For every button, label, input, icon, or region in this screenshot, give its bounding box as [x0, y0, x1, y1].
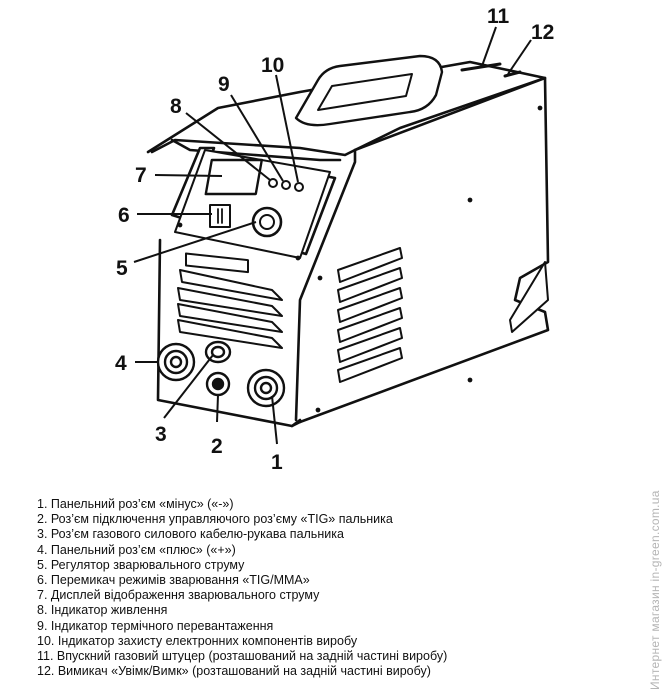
- callout-2: 2: [211, 435, 223, 458]
- mode-switch: [209, 204, 231, 228]
- callout-4: 4: [115, 352, 127, 375]
- legend-item: 5. Регулятор зварювального струму: [37, 557, 245, 572]
- legend-item: 9. Індикатор термічного перевантаження: [37, 618, 274, 633]
- leader-lines: [133, 26, 532, 445]
- legend-item: 8. Індикатор живлення: [37, 603, 168, 618]
- legend-item: 12. Вимикач «Увімк/Вимк» (розташований н…: [37, 664, 431, 679]
- watermark: Интернет магазин in-green.com.ua: [648, 490, 662, 690]
- plus-panel-socket: [246, 368, 286, 408]
- gas-inlet-fitting: [460, 62, 502, 72]
- legend-item: 1. Панельний роз’єм «мінус» («-»): [37, 497, 234, 511]
- legend-item: 4. Панельний роз’єм «плюс» («+»): [37, 542, 236, 557]
- callout-9: 9: [218, 73, 230, 96]
- power-switch: [503, 70, 522, 78]
- thermal-overload-indicator: [281, 180, 291, 190]
- legend-item: 2. Роз’єм підключення управляючого роз’є…: [37, 512, 393, 527]
- callout-5: 5: [116, 257, 128, 280]
- side-vents: [337, 247, 403, 383]
- legend-list: 1. Панельний роз’єм «мінус» («-») 2. Роз…: [37, 497, 447, 679]
- front-vents: [177, 269, 283, 349]
- legend-item: 11. Впускний газовий штуцер (розташовани…: [37, 649, 448, 664]
- legend-item: 3. Роз’єм газового силового кабелю-рукав…: [37, 527, 344, 542]
- callout-3: 3: [155, 423, 167, 446]
- callout-10: 10: [261, 54, 285, 77]
- callout-12: 12: [531, 21, 555, 44]
- minus-panel-socket: [156, 342, 196, 382]
- front-panel-frame: [150, 138, 357, 422]
- legend-item: 7. Дисплей відображення зварювального ст…: [37, 588, 320, 603]
- welder-diagram: [133, 26, 550, 445]
- power-indicator: [268, 178, 278, 188]
- callout-6: 6: [118, 204, 130, 227]
- tig-control-connector: [205, 371, 231, 397]
- callout-7: 7: [135, 164, 147, 187]
- callout-1: 1: [271, 451, 283, 474]
- machine-side-panel: [298, 76, 550, 424]
- legend-item: 6. Перемикач режимів зварювання «TIG/MMA…: [37, 573, 310, 588]
- callout-8: 8: [170, 95, 182, 118]
- legend-item: 10. Індикатор захисту електронних компон…: [37, 633, 358, 648]
- current-display: [204, 158, 264, 196]
- protection-indicator: [294, 182, 304, 192]
- callout-11: 11: [487, 5, 510, 28]
